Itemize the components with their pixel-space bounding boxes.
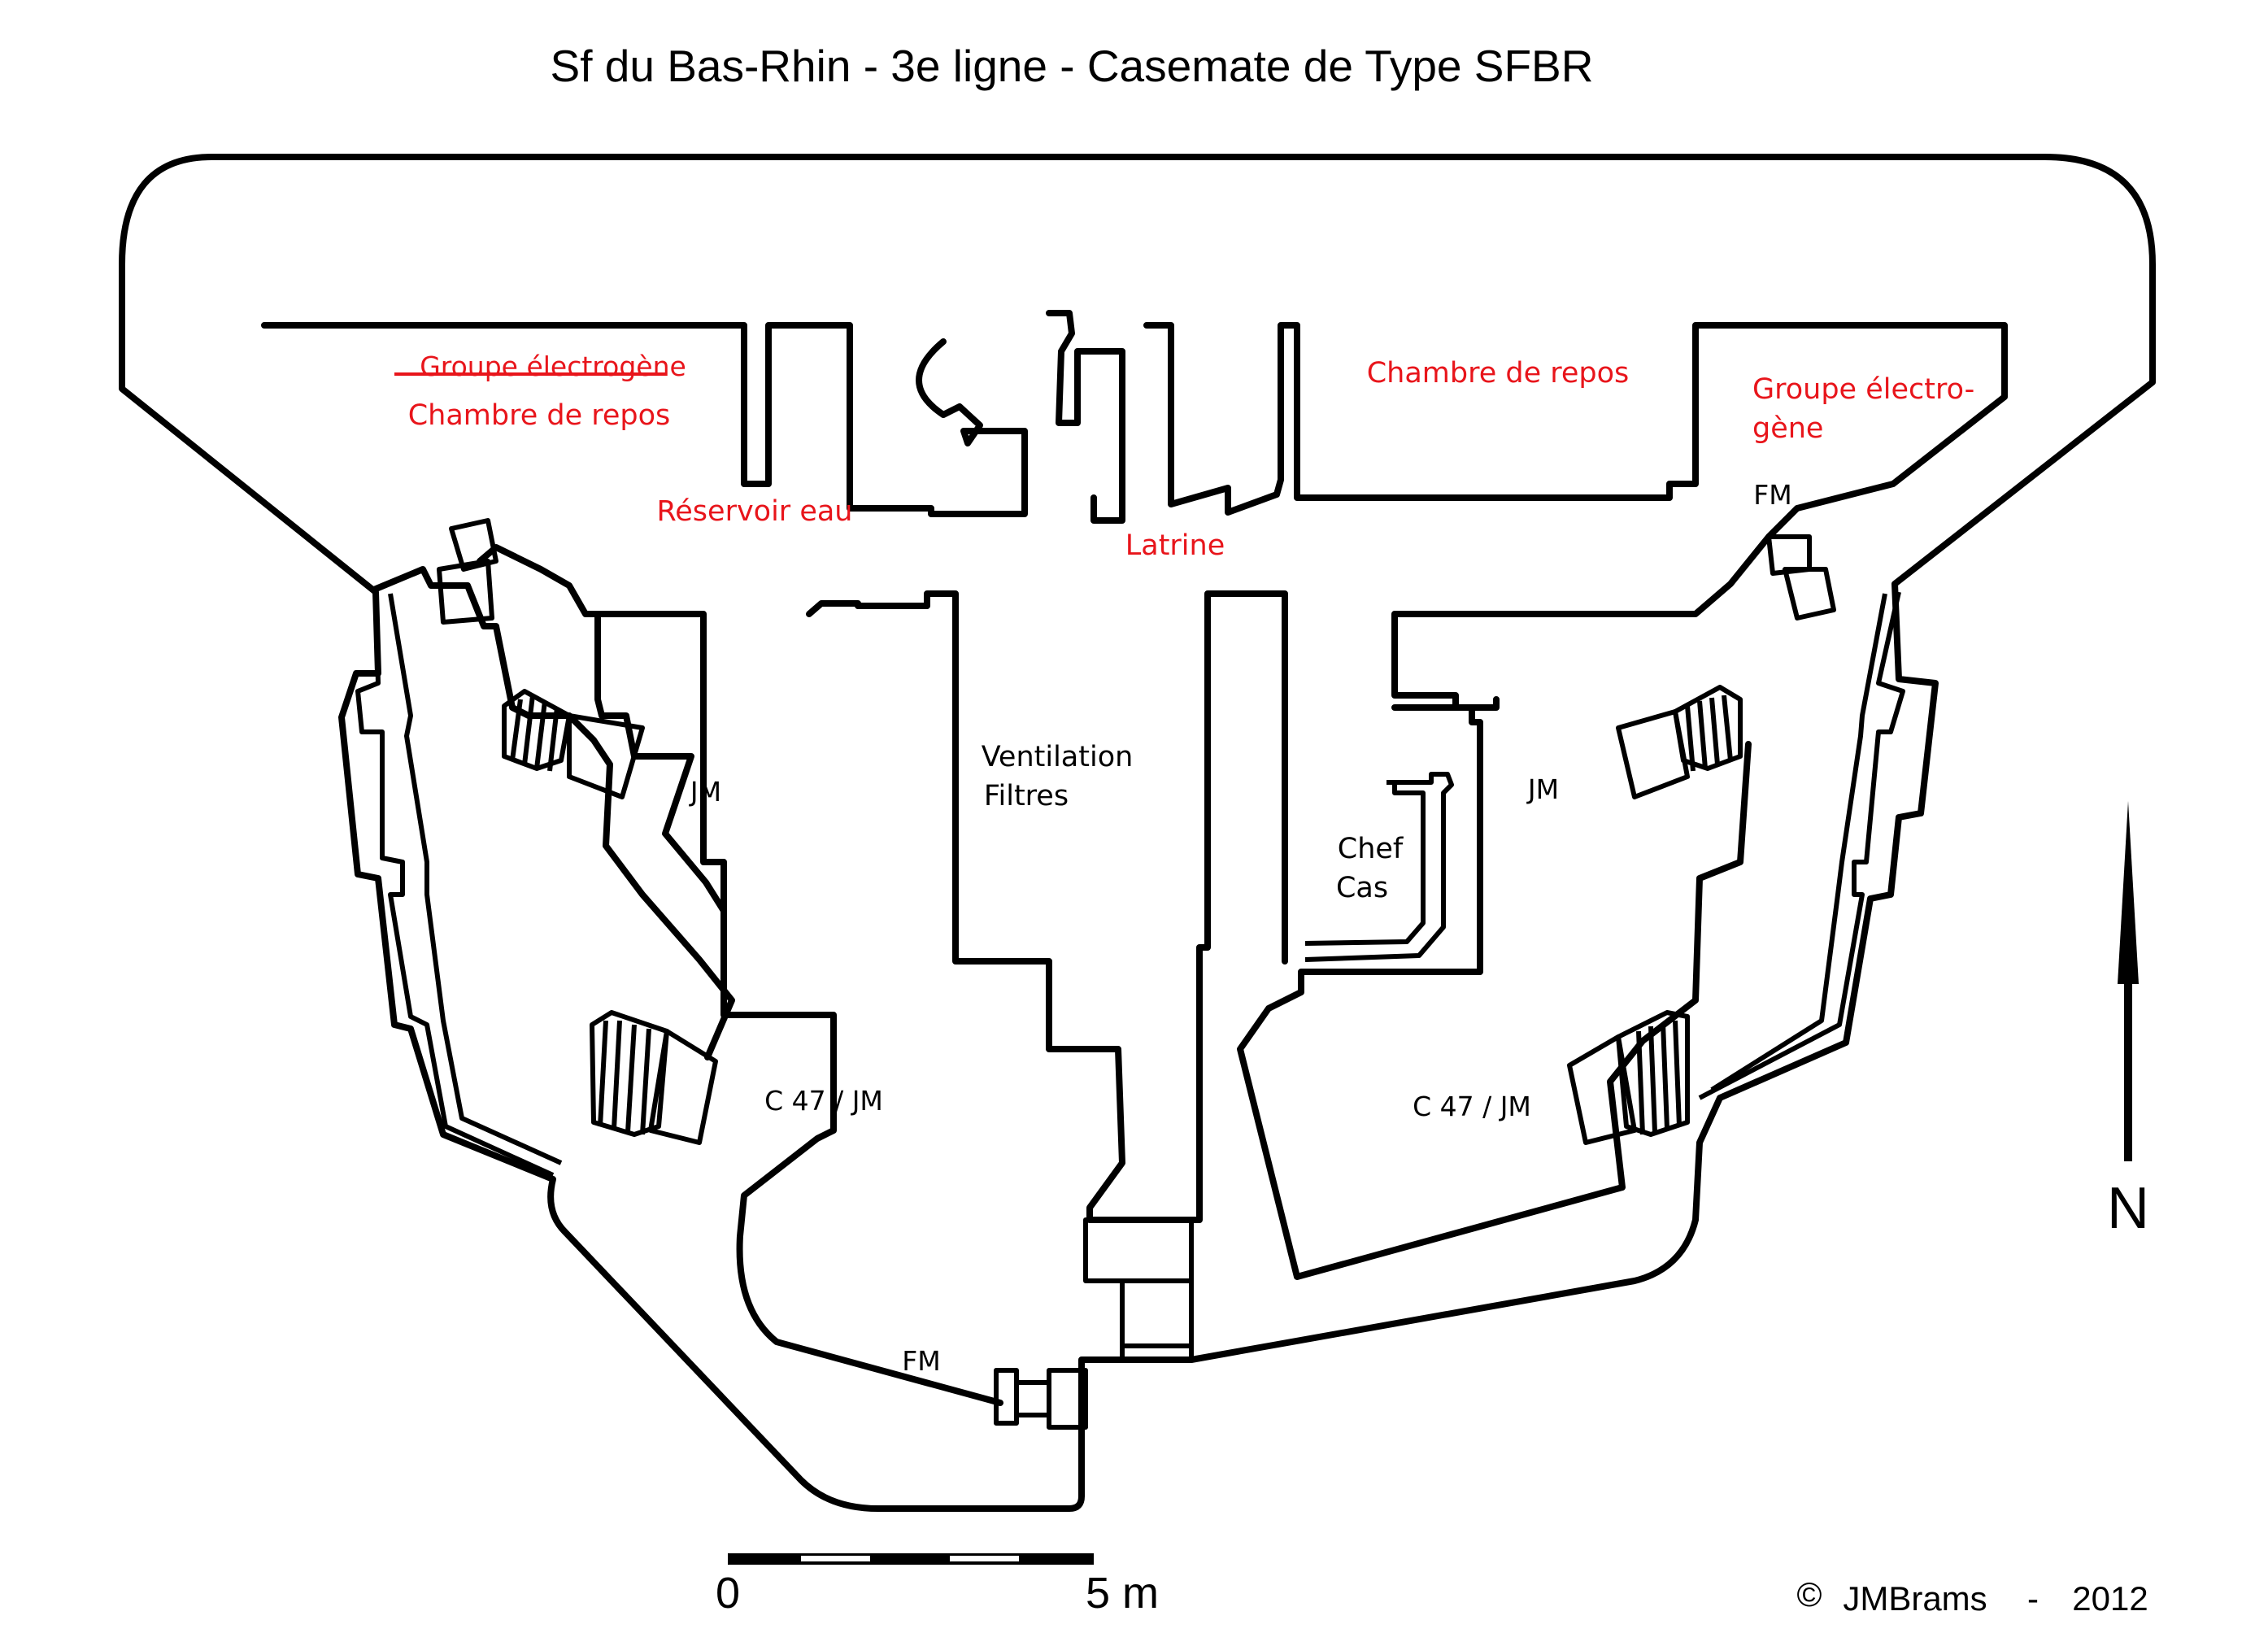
left-rampart-outer <box>355 591 555 1178</box>
label-fm-bottom: FM <box>902 1345 940 1377</box>
entrance-block <box>994 1217 1194 1430</box>
label-c47-left: C 47 / JM <box>764 1085 883 1117</box>
right-corner-embrasure <box>1766 534 1836 621</box>
inner-wall-left <box>261 322 1028 517</box>
left-rampart-inner <box>388 593 563 1165</box>
scale-start: 0 <box>716 1569 740 1618</box>
north-label: N <box>2107 1176 2149 1241</box>
label-ventilation-1: Ventilation <box>982 741 1134 773</box>
scale-end: 5 m <box>1086 1569 1159 1618</box>
credit-author: JMBrams <box>1843 1579 1987 1618</box>
credit-year: 2012 <box>2072 1579 2148 1618</box>
ventilation-wall <box>806 590 1288 1223</box>
right-courtyard <box>1237 704 1752 1280</box>
north-arrow-icon: N <box>2107 801 2149 1241</box>
left-corner-embrasure <box>437 518 498 625</box>
left-gallery <box>371 566 735 1060</box>
right-rampart-outer <box>1698 591 1905 1100</box>
label-fm-right: FM <box>1753 479 1791 511</box>
label-ventilation-2: Filtres <box>984 780 1069 812</box>
scale-bar: 0 5 m <box>716 1553 1159 1618</box>
chef-partition <box>1304 772 1454 962</box>
left-courtyard <box>594 611 1003 1406</box>
label-latrine: Latrine <box>1125 529 1225 562</box>
label-jm-right: JM <box>1526 773 1559 805</box>
label-groupe-left: Groupe électrogène <box>420 351 686 382</box>
credit-separator: - <box>2027 1579 2039 1618</box>
plan-title: Sf du Bas-Rhin - 3e ligne - Casemate de … <box>551 41 1594 91</box>
right-lower-embrasure <box>1567 1010 1690 1145</box>
label-groupe-right-2: gène <box>1752 412 1823 445</box>
label-jm-left: JM <box>689 776 721 808</box>
label-groupe-right-1: Groupe électro- <box>1752 373 1974 406</box>
outer-wall <box>119 154 2156 1512</box>
right-upper-embrasure <box>1616 685 1743 799</box>
latrine-wall <box>1143 322 2008 711</box>
label-chef-1: Chef <box>1338 833 1404 865</box>
right-rampart-inner <box>1710 593 1887 1092</box>
cistern-wall <box>1046 310 1125 524</box>
label-c47-right: C 47 / JM <box>1413 1091 1531 1122</box>
left-wing-wall <box>477 544 727 914</box>
copyright-icon: © <box>1797 1575 1822 1613</box>
label-chambre-left: Chambre de repos <box>408 399 671 432</box>
label-chambre-right: Chambre de repos <box>1367 357 1630 390</box>
label-reservoir: Réservoir eau <box>657 495 853 528</box>
left-upper-embrasure <box>502 689 645 799</box>
left-lower-embrasure <box>590 1010 718 1145</box>
label-chef-2: Cas <box>1336 872 1388 904</box>
